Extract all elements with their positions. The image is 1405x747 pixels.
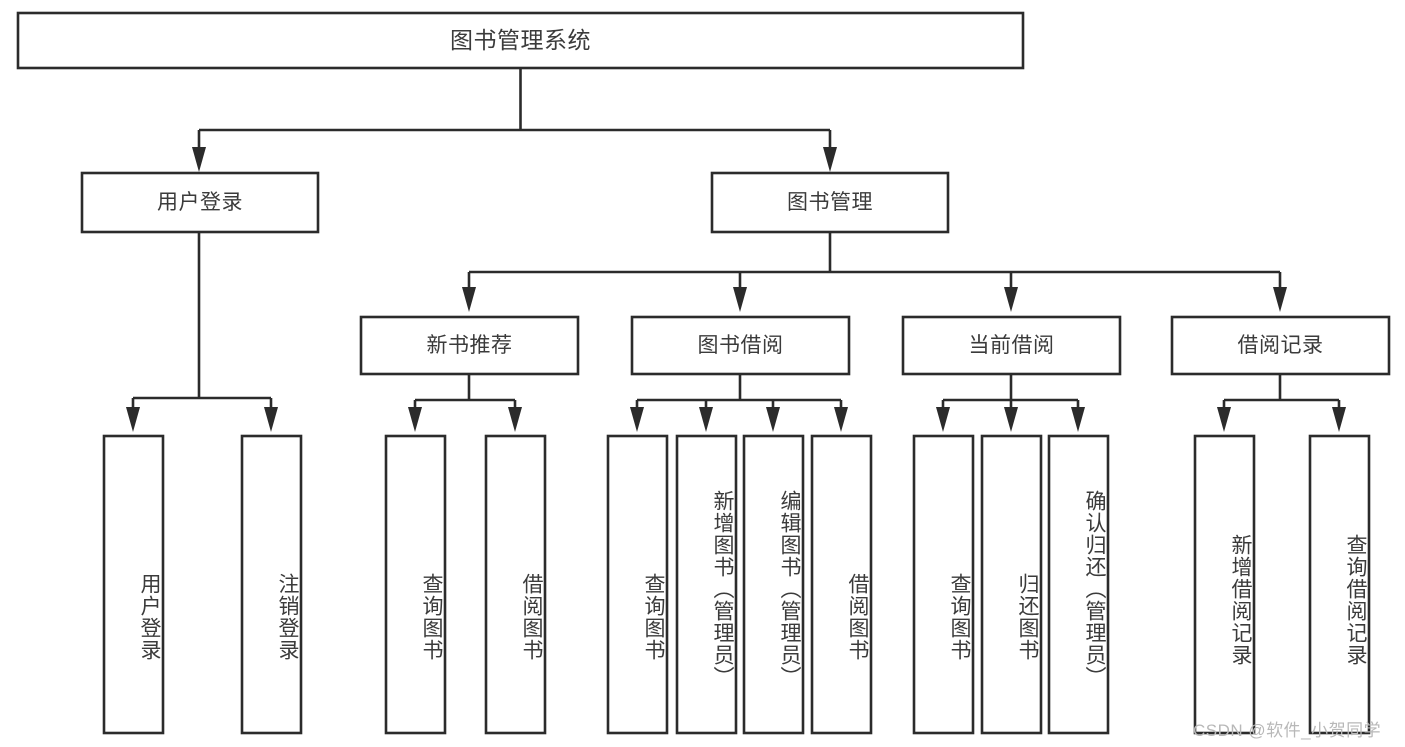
node-box-leaf-borrow-book-1[interactable] bbox=[484, 434, 547, 735]
node-box-system[interactable] bbox=[16, 11, 1025, 70]
node-box-leaf-confirm-return[interactable] bbox=[1047, 434, 1110, 735]
node-box-book-manage[interactable] bbox=[710, 171, 950, 234]
node-box-leaf-query-book-2[interactable] bbox=[606, 434, 669, 735]
edge-bookmanage-to-level2 bbox=[462, 232, 1287, 312]
edge-currentborrow-to-leaves bbox=[936, 374, 1085, 432]
node-box-user-login[interactable] bbox=[80, 171, 320, 234]
node-box-leaf-logout[interactable] bbox=[240, 434, 303, 735]
node-box-book-borrow[interactable] bbox=[630, 315, 851, 376]
node-box-leaf-add-record[interactable] bbox=[1193, 434, 1256, 735]
node-box-leaf-edit-book[interactable] bbox=[742, 434, 805, 735]
node-box-leaf-return-book[interactable] bbox=[980, 434, 1043, 735]
node-box-leaf-user-login[interactable] bbox=[102, 434, 165, 735]
node-box-leaf-query-book-3[interactable] bbox=[912, 434, 975, 735]
edge-newbook-to-leaves bbox=[408, 374, 522, 432]
node-box-leaf-borrow-book-2[interactable] bbox=[810, 434, 873, 735]
edge-root-to-level1 bbox=[192, 68, 837, 172]
node-box-leaf-query-record[interactable] bbox=[1308, 434, 1371, 735]
edge-userlogin-to-leaves bbox=[126, 232, 278, 432]
node-box-borrow-record[interactable] bbox=[1170, 315, 1391, 376]
edge-borrowrecord-to-leaves bbox=[1217, 374, 1346, 432]
node-box-leaf-add-book[interactable] bbox=[675, 434, 738, 735]
edge-bookborrow-to-leaves bbox=[630, 374, 848, 432]
node-box-leaf-query-book-1[interactable] bbox=[384, 434, 447, 735]
csdn-watermark: CSDN @软件_小贺同学 bbox=[1193, 721, 1382, 740]
node-box-new-book-recommend[interactable] bbox=[359, 315, 580, 376]
node-box-current-borrow[interactable] bbox=[901, 315, 1122, 376]
